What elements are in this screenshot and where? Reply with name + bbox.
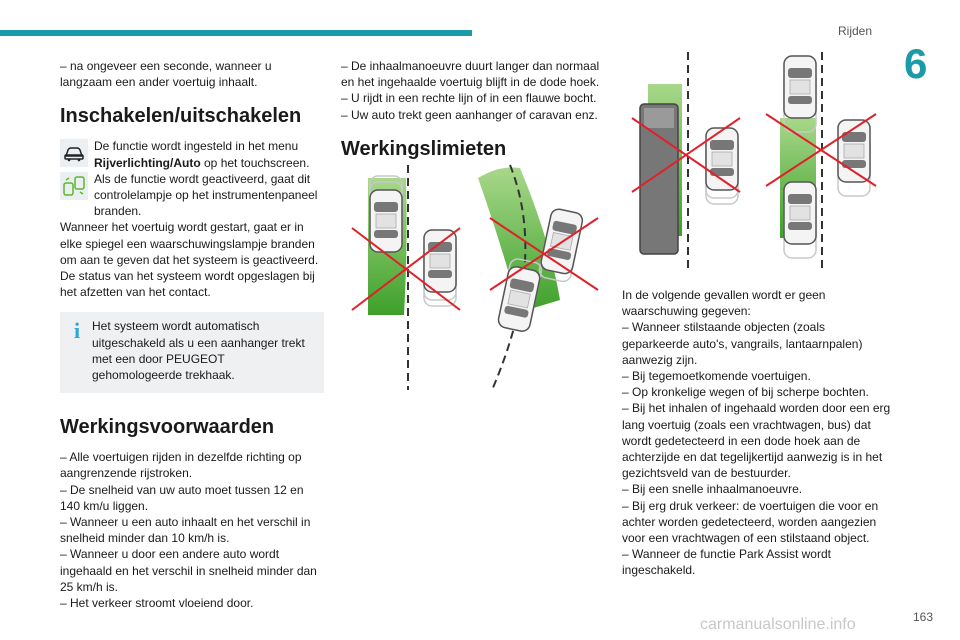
condition-item: – De inhaalmanoeuvre duurt langer dan no… bbox=[341, 59, 600, 90]
condition-item: – De snelheid van uw auto moet tussen 12… bbox=[60, 482, 304, 513]
watermark: carmanualsonline.info bbox=[700, 616, 856, 633]
condition-item: – Wanneer u een auto inhaalt en het vers… bbox=[60, 515, 311, 546]
other-car bbox=[423, 229, 457, 293]
menu-setting-pre: De functie wordt ingesteld in het menu bbox=[94, 139, 299, 154]
page-number: 163 bbox=[913, 610, 934, 624]
limit-item: – Op kronkelige wegen of bij scherpe boc… bbox=[622, 385, 869, 400]
info-box: i Het systeem wordt automatisch uitgesch… bbox=[60, 312, 324, 394]
heading-limits: Werkingslimieten bbox=[341, 137, 507, 160]
limit-item: – Bij een snelle inhaalmanoeuvre. bbox=[622, 482, 803, 497]
status-paragraph: De status van het systeem wordt opgeslag… bbox=[60, 269, 315, 300]
own-car bbox=[369, 189, 403, 253]
column-left: – na ongeveer een seconde, wanneer u lan… bbox=[60, 58, 324, 611]
other-car bbox=[783, 181, 817, 245]
heading-conditions: Werkingsvoorwaarden bbox=[60, 416, 275, 439]
column-right: In de volgende gevallen wordt er geen wa… bbox=[622, 287, 892, 579]
warning-lamp-row: Als de functie wordt geactiveerd, gaat d… bbox=[60, 171, 324, 220]
limit-item: – Wanneer stilstaande objecten (zoals ge… bbox=[622, 320, 863, 367]
condition-item: – U rijdt in een rechte lijn of in een f… bbox=[341, 91, 597, 106]
warning-lamp-text: Als de functie wordt geactiveerd, gaat d… bbox=[94, 171, 318, 219]
truck bbox=[639, 103, 679, 255]
figure-traffic bbox=[765, 52, 877, 270]
limit-item: – Bij het inhalen of ingehaald worden do… bbox=[622, 401, 891, 481]
limit-item: – Wanneer de functie Park Assist wordt i… bbox=[622, 547, 831, 578]
menu-path: Rijverlichting/Auto bbox=[94, 155, 201, 170]
heading-switch: Inschakelen/uitschakelen bbox=[60, 105, 302, 128]
cross-mark bbox=[351, 227, 461, 311]
blind-spot-warning-lamp-icon bbox=[60, 171, 88, 200]
figure-truck bbox=[631, 52, 741, 270]
menu-setting-post: op het touchscreen. bbox=[200, 155, 310, 170]
chapter-number: 6 bbox=[904, 40, 928, 87]
limits-intro: In de volgende gevallen wordt er geen wa… bbox=[622, 288, 826, 319]
condition-item: – Alle voertuigen rijden in dezelfde ric… bbox=[60, 450, 302, 481]
menu-setting-row: De functie wordt ingesteld in het menu R… bbox=[60, 138, 324, 170]
car-menu-icon bbox=[60, 139, 88, 168]
header-accent-bar bbox=[0, 30, 472, 36]
own-car bbox=[496, 264, 542, 334]
other-car bbox=[783, 55, 817, 119]
figure-parked-car bbox=[351, 165, 461, 390]
condition-item: – Wanneer u door een andere auto wordt i… bbox=[60, 547, 317, 594]
condition-item: – Het verkeer stroomt vloeiend door. bbox=[60, 596, 254, 611]
limit-item: – Bij erg druk verkeer: de voertuigen di… bbox=[622, 498, 879, 546]
cross-mark bbox=[489, 217, 599, 291]
info-icon: i bbox=[73, 318, 81, 344]
start-paragraph: Wanneer het voertuig wordt gestart, gaat… bbox=[60, 220, 319, 267]
cross-mark bbox=[765, 113, 877, 187]
column-middle: – De inhaalmanoeuvre duurt langer dan no… bbox=[341, 58, 611, 171]
condition-item: – Uw auto trekt geen aanhanger of carava… bbox=[341, 107, 598, 122]
info-text: Het systeem wordt automatisch uitgeschak… bbox=[92, 319, 305, 383]
limit-item: – Bij tegemoetkomende voertuigen. bbox=[622, 369, 811, 384]
figure-curve bbox=[478, 164, 599, 391]
section-title: Rijden bbox=[838, 24, 873, 38]
cross-mark bbox=[631, 117, 741, 193]
intro-text: – na ongeveer een seconde, wanneer u lan… bbox=[60, 59, 272, 90]
